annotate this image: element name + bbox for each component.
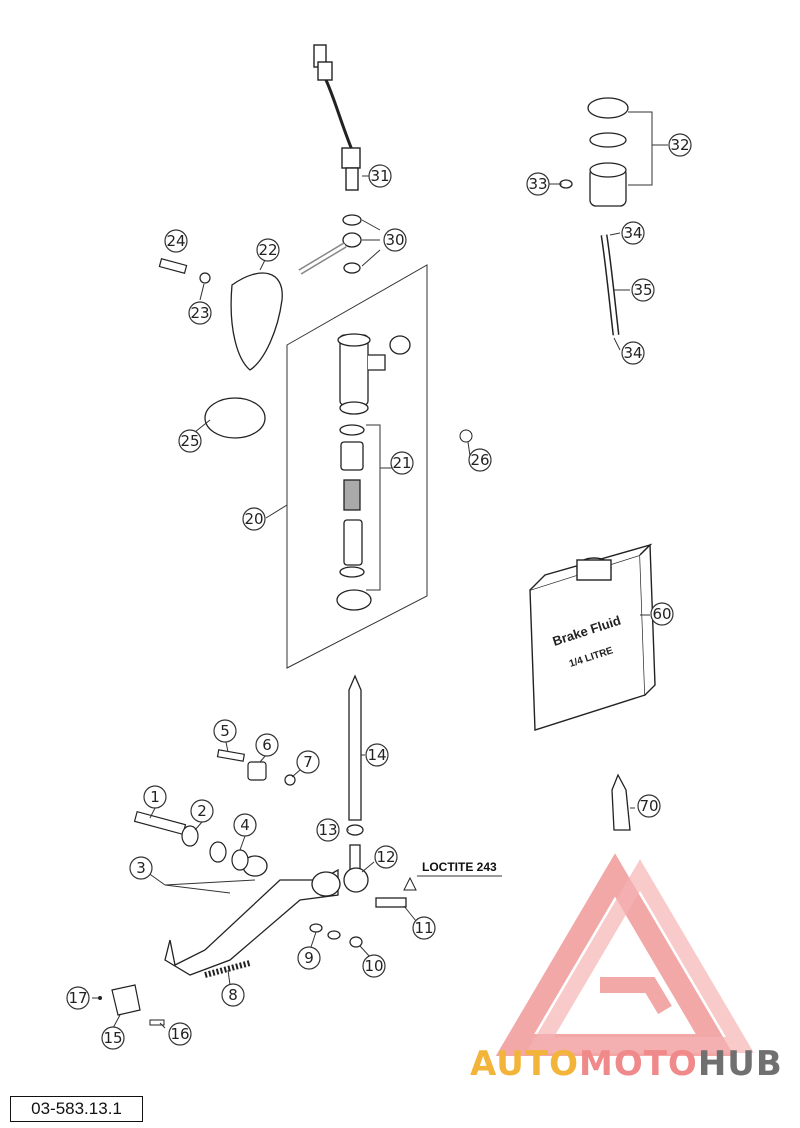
bolt-24-part: [158, 258, 211, 284]
nut-17-part: [98, 996, 102, 1000]
callout-circles: [66, 133, 692, 1050]
leader-lines: [92, 175, 650, 1029]
parts-9-10: [309, 923, 363, 948]
callout-4: 4: [240, 816, 250, 834]
callout-35: 35: [633, 281, 652, 299]
callout-15: 15: [103, 1029, 122, 1047]
callout-10: 10: [364, 957, 383, 975]
parts-5-7: [216, 749, 296, 786]
push-rod-part: [343, 674, 407, 908]
callout-60: 60: [652, 605, 671, 623]
callout-14: 14: [367, 746, 386, 764]
callout-12: 12: [376, 848, 395, 866]
pivot-bolt-part: [133, 810, 249, 871]
callout-bracket-32: [628, 111, 668, 186]
callout-labels: 1 2 3 4 5 6 7 8 9 10 11 12 13 14 15 16 1…: [68, 136, 689, 1047]
callout-11: 11: [414, 919, 433, 937]
loctite-note: LOCTITE 243: [422, 860, 497, 874]
banjo-fitting-part: [298, 214, 362, 275]
brand-part-auto: AUTO: [470, 1044, 579, 1084]
brake-fluid-bottle: [529, 543, 656, 731]
callout-13: 13: [318, 821, 337, 839]
cable-tie-part: [204, 397, 266, 439]
callout-34-top: 34: [623, 224, 642, 242]
bracket-part: [111, 984, 141, 1016]
callout-26: 26: [470, 451, 489, 469]
callout-33: 33: [528, 175, 547, 193]
callout-24: 24: [166, 232, 185, 250]
watermark-logo: [495, 853, 754, 1056]
master-cylinder-box: [286, 264, 428, 669]
screw-16-part: [149, 1019, 165, 1026]
brake-pedal-part: [164, 855, 341, 976]
callout-5: 5: [220, 722, 230, 740]
callout-16: 16: [170, 1025, 189, 1043]
callout-17: 17: [68, 989, 87, 1007]
brake-light-switch-part: [313, 44, 361, 191]
callout-7: 7: [303, 753, 313, 771]
callout-1: 1: [150, 788, 160, 806]
callout-8: 8: [228, 986, 238, 1004]
master-cylinder-part: [336, 333, 411, 611]
callout-2: 2: [197, 802, 207, 820]
callout-25: 25: [180, 432, 199, 450]
callout-22: 22: [258, 241, 277, 259]
callout-31: 31: [370, 167, 389, 185]
callout-3: 3: [136, 859, 146, 877]
callout-bracket-21: [366, 424, 393, 591]
grease-tube-part: [611, 773, 631, 831]
heat-shield-part: [230, 272, 283, 371]
callout-6: 6: [262, 736, 272, 754]
callout-9: 9: [304, 949, 314, 967]
brand-part-moto: MOTO: [578, 1044, 698, 1084]
reservoir-part: [559, 97, 629, 336]
nut-26-part: [459, 429, 473, 443]
callout-20: 20: [244, 510, 263, 528]
callout-21: 21: [392, 454, 411, 472]
callout-32: 32: [670, 136, 689, 154]
callout-23: 23: [190, 304, 209, 322]
loctite-drop-part: [403, 876, 417, 891]
diagram-code-label: 03-583.13.1: [10, 1096, 143, 1122]
brand-part-hub: HUB: [697, 1044, 783, 1084]
watermark-brand: AUTOMOTOHUB: [470, 1044, 783, 1084]
callout-70: 70: [639, 797, 658, 815]
callout-30: 30: [385, 231, 404, 249]
callout-34-bottom: 34: [623, 344, 642, 362]
